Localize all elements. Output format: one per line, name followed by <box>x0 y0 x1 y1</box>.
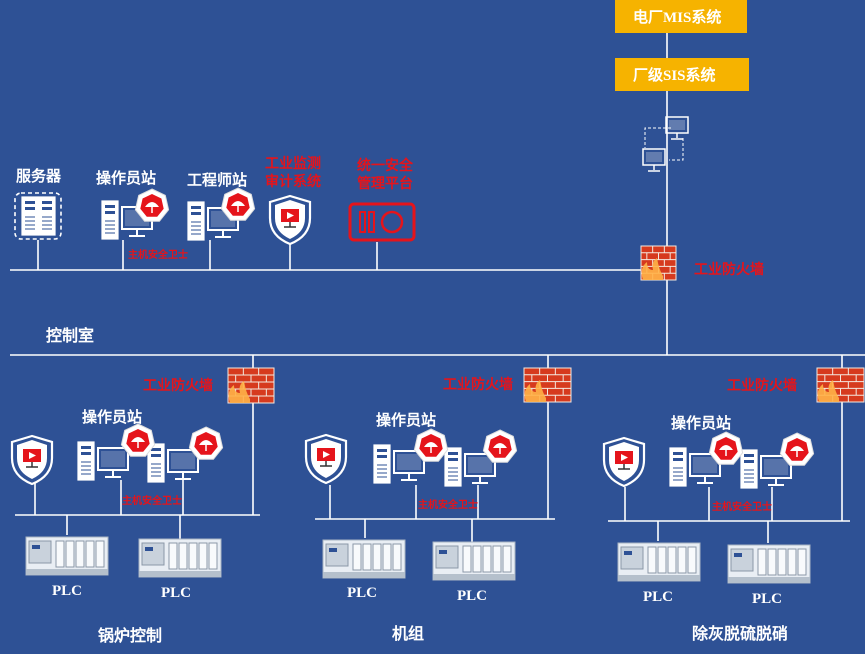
operator-station-zone1-1-monitor <box>97 447 129 478</box>
sis-client-pcs <box>642 116 689 172</box>
audit-shield-zone3 <box>602 436 646 488</box>
plc-label-zone2-b: PLC <box>457 588 487 604</box>
operator-station-zone3-2-monitor <box>760 455 792 486</box>
operator-station-zone2-2 <box>444 447 496 487</box>
host-guard-label: 主机安全卫士 <box>128 250 188 261</box>
plc-zone3-2 <box>727 544 811 584</box>
firewall-label-zone3: 工业防火墙 <box>727 379 797 394</box>
plc-zone1-1 <box>25 536 109 576</box>
zone-name-2: 机组 <box>392 626 425 643</box>
zone-name-1: 锅炉控制 <box>98 628 163 645</box>
firewall-label-zone2: 工业防火墙 <box>443 378 513 393</box>
engineer-station-label: 工程师站 <box>187 173 248 189</box>
host-guard-label-zone3: 主机安全卫士 <box>712 502 772 513</box>
server-icon <box>14 192 62 240</box>
operator-station-zone3-1-tower <box>669 447 687 487</box>
operator-station-zone1-2-monitor <box>167 449 199 480</box>
plc-zone1-2 <box>138 538 222 578</box>
operator-station-zone2-1 <box>373 444 425 484</box>
plc-zone2-2 <box>432 541 516 581</box>
security-platform-label-line1: 统一安全 <box>357 159 413 174</box>
plc-label-zone1-a: PLC <box>52 583 82 599</box>
plc-zone3-1 <box>617 542 701 582</box>
host-guard-badge-zone2-2 <box>482 429 518 463</box>
operator-station-zone2-1-tower <box>373 444 391 484</box>
security-platform-label-line2: 管理平台 <box>357 177 413 192</box>
firewall-zone1 <box>227 367 275 404</box>
operator-station-label-zone3: 操作员站 <box>671 416 732 432</box>
firewall-label-zone1: 工业防火墙 <box>143 379 213 394</box>
operator-station-zone1-2-tower <box>147 443 165 483</box>
operator-station-zone2-2-monitor <box>464 453 496 484</box>
server-unit-b <box>38 196 56 236</box>
operator-station-zone1-2 <box>147 443 199 483</box>
firewall-top <box>640 245 677 281</box>
sis-system-box: 厂级SIS系统 <box>615 58 749 91</box>
engineer-station-icon <box>187 201 239 241</box>
operator-station-zone3-1 <box>669 447 721 487</box>
audit-system-label-line2: 审计系统 <box>265 175 321 190</box>
operator-station-label-zone1: 操作员站 <box>82 410 143 426</box>
sis-client-pc-b <box>642 148 666 172</box>
firewall-label-top: 工业防火墙 <box>694 263 764 278</box>
host-guard-badge-zone3-1 <box>708 431 744 465</box>
plc-label-zone3-a: PLC <box>643 589 673 605</box>
host-guard-badge-zone2-1 <box>413 428 449 462</box>
plc-label-zone3-b: PLC <box>752 591 782 607</box>
control-room-label: 控制室 <box>46 328 95 345</box>
plc-label-zone1-b: PLC <box>161 585 191 601</box>
host-guard-badge-b <box>220 187 256 221</box>
host-guard-badge-zone3-2 <box>779 432 815 466</box>
mis-system-box: 电厂MIS系统 <box>615 0 747 33</box>
operator-station-label: 操作员站 <box>96 171 157 187</box>
sis-client-pc-a <box>665 116 689 140</box>
server-unit-a <box>21 196 39 236</box>
plc-zone2-1 <box>322 539 406 579</box>
server-label: 服务器 <box>16 169 62 185</box>
audit-shield-zone2 <box>304 433 348 485</box>
plc-label-zone2-a: PLC <box>347 585 377 601</box>
firewall-zone2 <box>523 367 572 403</box>
host-guard-label-zone1: 主机安全卫士 <box>122 496 182 507</box>
operator-station-zone2-1-monitor <box>393 450 425 481</box>
operator-station-zone2-2-tower <box>444 447 462 487</box>
operator-station-zone1-1-tower <box>77 441 95 481</box>
firewall-zone3 <box>816 367 865 403</box>
operator-station-zone1-1 <box>77 441 129 481</box>
security-platform-icon <box>348 202 416 242</box>
audit-system-label-line1: 工业监测 <box>265 157 321 172</box>
audit-system-icon <box>268 194 312 246</box>
operator-station-zone3-1-monitor <box>689 453 721 484</box>
host-guard-badge-zone1-1 <box>120 423 156 457</box>
audit-shield-zone1 <box>10 434 54 486</box>
operator-station-zone3-2 <box>740 449 792 489</box>
operator-station-label-zone2: 操作员站 <box>376 413 437 429</box>
operator-station-zone3-2-tower <box>740 449 758 489</box>
operator-station-icon-tower <box>101 200 119 240</box>
zone-name-3: 除灰脱硫脱硝 <box>692 626 789 643</box>
host-guard-badge-a <box>134 188 170 222</box>
host-guard-badge-zone1-2 <box>188 426 224 460</box>
engineer-station-icon-tower <box>187 201 205 241</box>
host-guard-label-zone2: 主机安全卫士 <box>418 500 478 511</box>
